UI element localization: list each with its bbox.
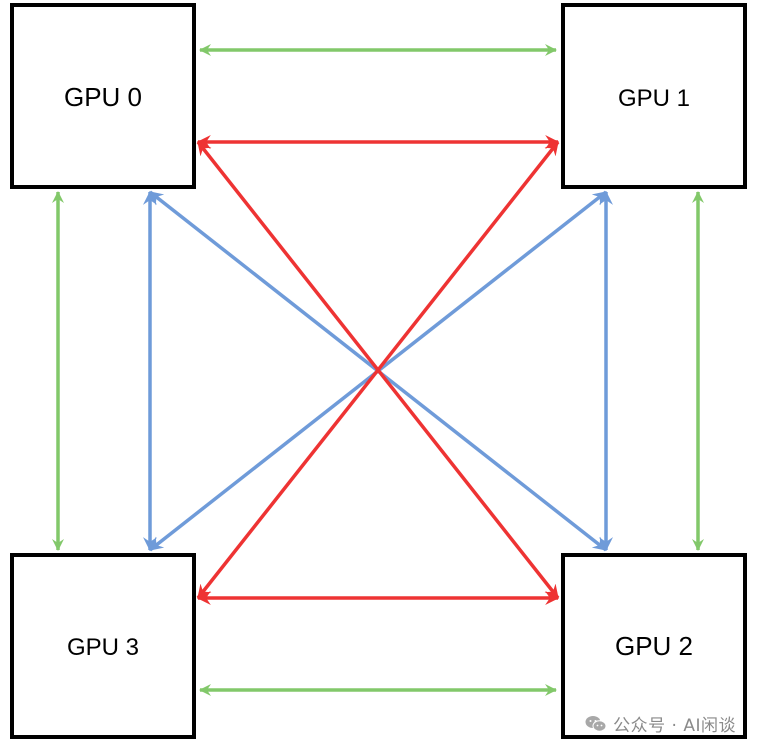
gpu-label-1: GPU 1 [618,85,690,112]
gpu-label-0: GPU 0 [64,82,142,112]
gpu-node-3: GPU 3 [10,553,196,739]
watermark-text: 公众号 · AI闲谈 [613,716,736,736]
wechat-icon [585,715,607,733]
link-gpu1-gpu3-red [196,140,560,600]
gpu-node-1: GPU 1 [561,3,747,189]
gpu-node-0: GPU 0 [10,3,196,189]
gpu-node-2: GPU 2 [561,553,747,739]
gpu-label-3: GPU 3 [67,634,139,661]
gpu-label-2: GPU 2 [615,631,693,661]
watermark: 公众号 · AI闲谈 [585,711,736,736]
